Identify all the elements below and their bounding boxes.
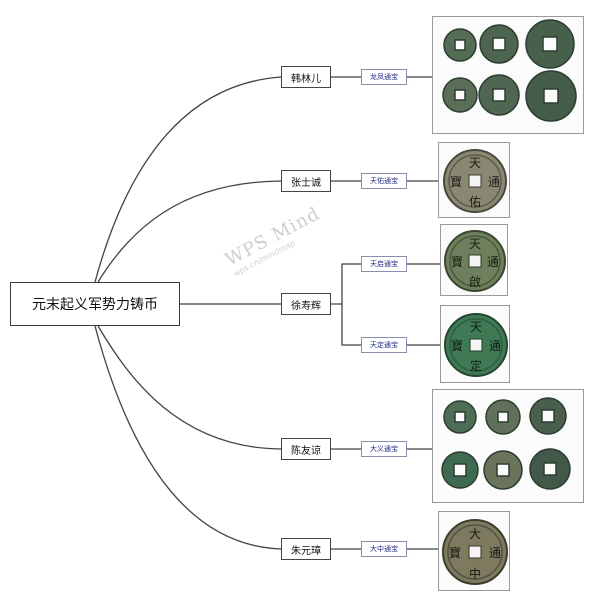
coin-label-longfeng[interactable]: 龙凤通宝 xyxy=(361,69,407,85)
coin-char-bottom: 中 xyxy=(469,566,481,581)
coin-photo-tianding[interactable]: 天 定 通 寶 xyxy=(440,305,510,383)
link-root-hanlinger xyxy=(94,76,282,283)
coin-photo-longfeng[interactable] xyxy=(432,16,584,134)
coin-char-left: 寶 xyxy=(450,174,462,189)
coin-char-bottom: 啟 xyxy=(469,274,481,289)
coin-label-dazhong[interactable]: 大中通宝 xyxy=(361,541,407,557)
coin-label-text: 大义通宝 xyxy=(370,445,398,453)
coin-char-bottom: 佑 xyxy=(469,195,481,209)
link-root-zhangshicheng xyxy=(97,180,282,283)
coin-image: 天 定 通 寶 xyxy=(444,313,508,377)
coin-char-left: 寶 xyxy=(451,254,463,269)
coin-photo-tianqi[interactable]: 天 啟 通 寶 xyxy=(440,224,508,296)
coin-label-text: 天佑通宝 xyxy=(370,177,398,185)
coin-photo-tianyou[interactable]: 天 佑 通 寶 xyxy=(438,142,510,218)
leader-label: 陈友谅 xyxy=(291,445,321,457)
coin-char-right: 通 xyxy=(489,546,501,560)
leader-zhuyuanzhang[interactable]: 朱元璋 xyxy=(281,538,331,560)
coin-char-top: 天 xyxy=(469,237,481,251)
coin-char-top: 天 xyxy=(470,320,482,334)
leader-label: 张士诚 xyxy=(291,177,321,189)
coin-label-text: 天定通宝 xyxy=(370,341,398,349)
coin-char-right: 通 xyxy=(489,339,501,353)
leader-hanlinger[interactable]: 韩林儿 xyxy=(281,66,331,88)
coin-label-tianqi[interactable]: 天启通宝 xyxy=(361,256,407,272)
link-root-chenyouliang xyxy=(97,325,282,450)
coin-image: 天 啟 通 寶 xyxy=(444,230,506,292)
coin-label-text: 天启通宝 xyxy=(370,260,398,268)
coin-char-left: 寶 xyxy=(451,338,463,353)
coin-char-top: 大 xyxy=(469,527,481,541)
root-title: 元末起义军势力铸币 xyxy=(32,297,158,313)
coin-label-text: 大中通宝 xyxy=(370,545,398,553)
coin-label-tianyou[interactable]: 天佑通宝 xyxy=(361,173,407,189)
leader-label: 徐寿辉 xyxy=(291,300,321,312)
coin-image: 天 佑 通 寶 xyxy=(443,149,507,213)
coin-char-left: 寶 xyxy=(449,545,461,560)
root-topic[interactable]: 元末起义军势力铸币 xyxy=(10,282,180,326)
coin-image: 大 中 通 寶 xyxy=(442,519,508,585)
coin-label-tianding[interactable]: 天定通宝 xyxy=(361,337,407,353)
coin-group-image xyxy=(441,397,571,490)
leader-chenyouliang[interactable]: 陈友谅 xyxy=(281,438,331,460)
coin-char-right: 通 xyxy=(488,175,500,189)
coin-label-text: 龙凤通宝 xyxy=(370,73,398,81)
coin-char-top: 天 xyxy=(469,156,481,170)
leader-label: 朱元璋 xyxy=(291,545,321,557)
coin-photo-dayi[interactable] xyxy=(432,389,584,503)
coin-char-bottom: 定 xyxy=(470,358,482,373)
coin-photo-dazhong[interactable]: 大 中 通 寶 xyxy=(438,511,510,591)
leader-zhangshicheng[interactable]: 张士诚 xyxy=(281,170,331,192)
coin-label-dayi[interactable]: 大义通宝 xyxy=(361,441,407,457)
leader-xushouhui[interactable]: 徐寿辉 xyxy=(281,293,331,315)
coin-group-image xyxy=(442,19,577,122)
leader-label: 韩林儿 xyxy=(291,73,321,85)
link-root-zhuyuanzhang xyxy=(94,325,282,550)
coin-char-right: 通 xyxy=(487,255,499,269)
